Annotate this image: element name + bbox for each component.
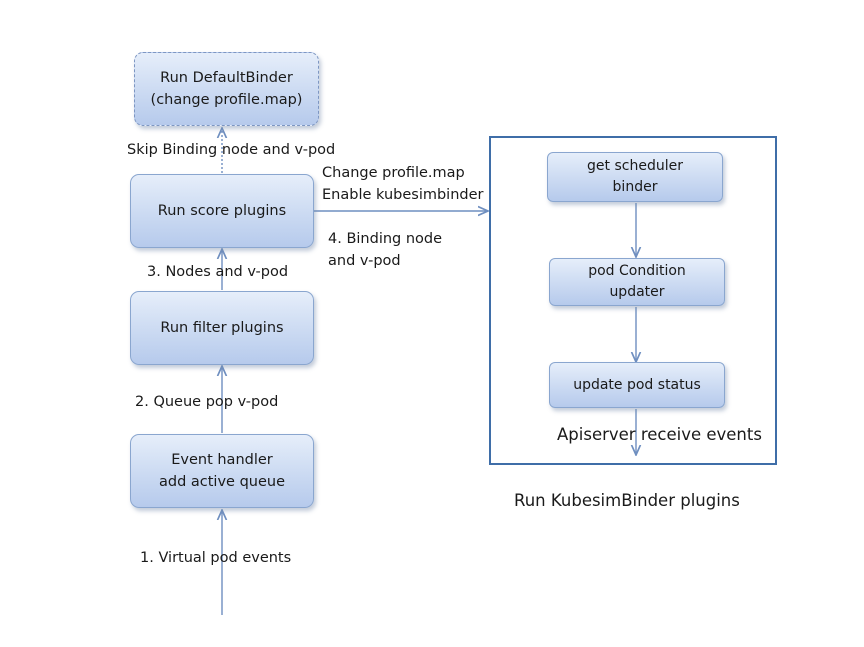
score-plugins-box: Run score plugins: [130, 174, 314, 248]
nodes-vpod-label: 3. Nodes and v-pod: [147, 264, 289, 280]
pod-condition-updater-box: pod Condition updater: [549, 258, 725, 306]
apiserver-events-label: Apiserver receive events: [557, 425, 762, 444]
update-pod-status-box: update pod status: [549, 362, 725, 408]
virtual-pod-events-label: 1. Virtual pod events: [140, 550, 292, 566]
change-profile-label: Change profile.map Enable kubesimbinder: [322, 165, 484, 203]
event-handler-box: Event handler add active queue: [130, 434, 314, 508]
queue-pop-label: 2. Queue pop v-pod: [135, 394, 279, 410]
kubesimbinder-caption: Run KubesimBinder plugins: [514, 491, 740, 510]
kubesimbinder-frame: [489, 136, 777, 465]
binding-node-label: 4. Binding node and v-pod: [328, 231, 443, 269]
default-binder-box: Run DefaultBinder (change profile.map): [134, 52, 319, 126]
filter-plugins-box: Run filter plugins: [130, 291, 314, 365]
get-scheduler-binder-box: get scheduler binder: [547, 152, 723, 202]
skip-binding-label: Skip Binding node and v-pod: [127, 142, 336, 158]
